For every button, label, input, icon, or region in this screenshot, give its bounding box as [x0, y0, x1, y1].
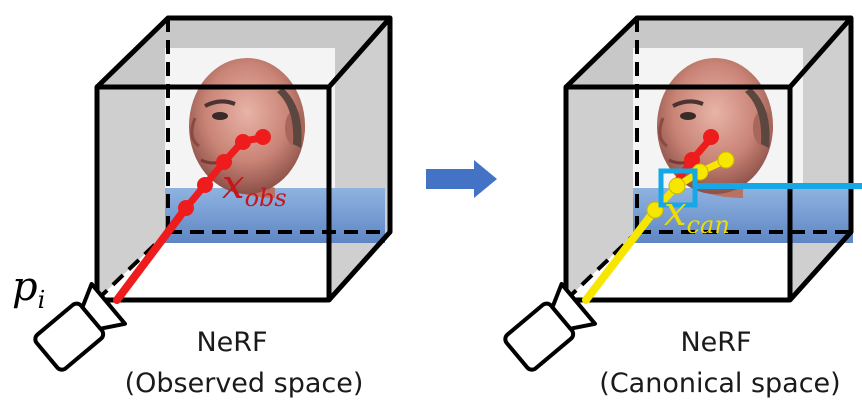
sample-point	[178, 200, 194, 216]
sample-point	[235, 134, 251, 150]
observed-subtitle: (Observed space)	[125, 368, 364, 399]
reference-sample-points	[684, 129, 719, 168]
observed-ray	[113, 204, 190, 304]
canonical-point-label: xcan	[664, 189, 730, 239]
observed-title: NeRF	[196, 327, 267, 358]
camera-pose-label: pi	[12, 264, 45, 314]
cube-back-edges	[788, 18, 854, 302]
observed-point-label: xobs	[222, 162, 287, 212]
cube-front-face	[563, 84, 793, 303]
canonical-ray	[582, 206, 659, 304]
hidden-edge	[95, 230, 170, 302]
canonical-sample-points	[646, 151, 735, 219]
sample-point	[703, 129, 719, 145]
sample-point	[255, 129, 271, 145]
sample-point	[668, 177, 686, 195]
cube-back-edges	[564, 15, 854, 89]
observed-sample-points	[178, 129, 271, 216]
sample-point	[684, 152, 700, 168]
canonical-subtitle: (Canonical space)	[599, 368, 840, 399]
hidden-edge	[564, 230, 639, 302]
camera-icon	[503, 281, 598, 372]
sample-point	[717, 151, 735, 169]
sample-point	[216, 154, 232, 170]
camera-icon	[33, 281, 128, 372]
observed-space-cube: xobs pi NeRF (Observed space)	[12, 15, 393, 399]
cube-back-edges	[95, 15, 393, 89]
canonical-ray-samples	[652, 156, 728, 213]
canonical-title: NeRF	[680, 327, 751, 358]
cube-front-face	[94, 84, 332, 303]
cube-back-edges	[327, 18, 393, 302]
canonical-space-cube: xcan NeRF (Canonical space)	[503, 15, 862, 399]
transform-arrow	[426, 160, 497, 198]
sample-point	[197, 177, 213, 193]
